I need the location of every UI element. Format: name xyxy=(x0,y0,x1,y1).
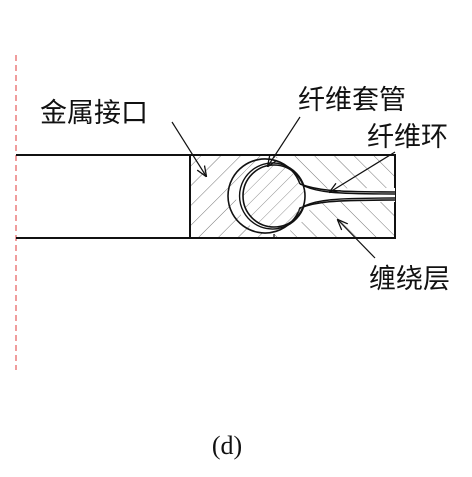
label-metal-interface: 金属接口 xyxy=(40,98,148,129)
fiber-ring-leader xyxy=(330,151,396,192)
fiber-ring-core xyxy=(242,164,306,228)
metal-interface-pipe xyxy=(16,154,190,239)
figure-caption: (d) xyxy=(212,431,242,460)
label-fiber-ring: 纤维环 xyxy=(367,122,448,153)
winding-layer-leader xyxy=(338,220,376,259)
fiber-sleeve-leader xyxy=(268,116,301,166)
metal-interface-leader xyxy=(171,121,206,176)
label-winding-layer: 缠绕层 xyxy=(369,264,450,295)
label-fiber-sleeve: 纤维套管 xyxy=(298,85,406,116)
